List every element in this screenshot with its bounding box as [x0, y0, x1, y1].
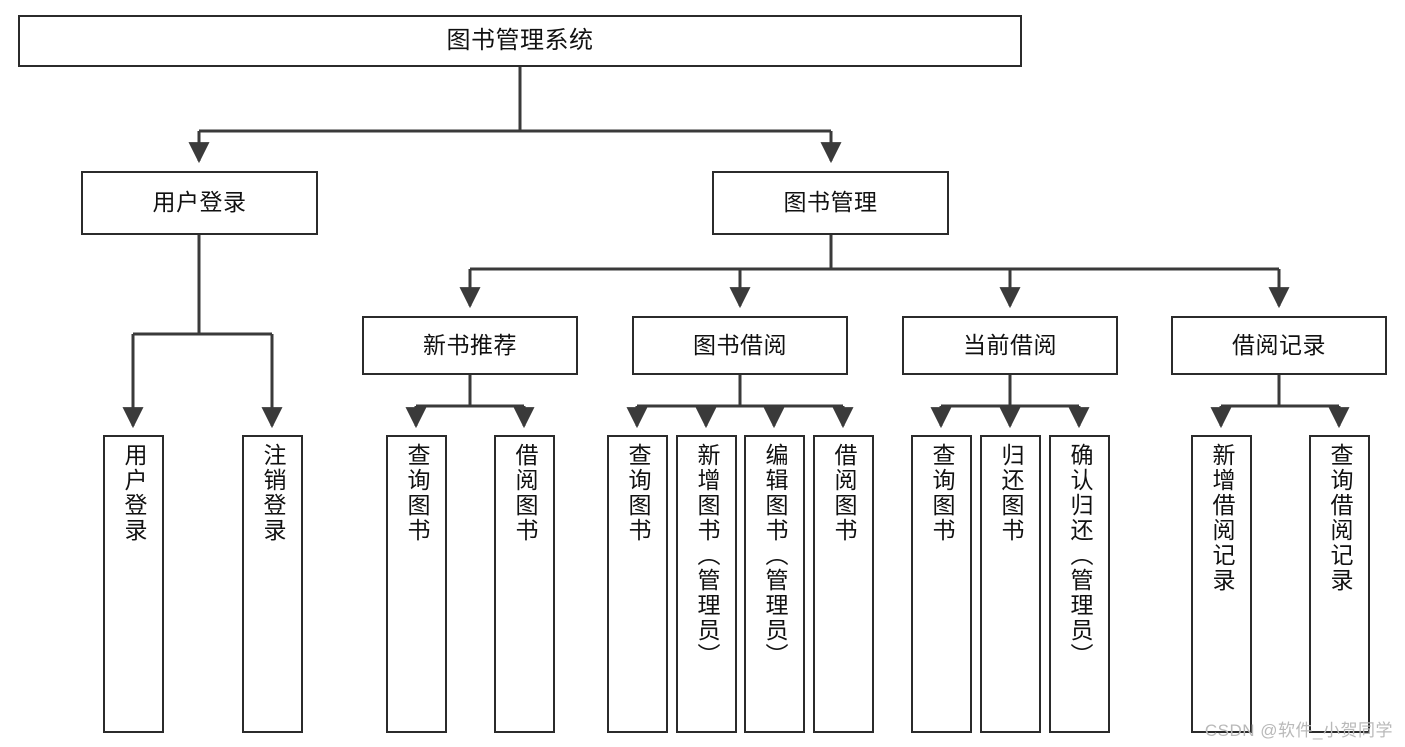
leaf-book-borrow-borrow[interactable]: 借阅图书: [813, 435, 874, 733]
leaf-book-borrow-edit[interactable]: 编辑图书（管理员）: [744, 435, 805, 733]
node-label: 当前借阅: [963, 331, 1057, 358]
leaf-current-borrow-query[interactable]: 查询图书: [911, 435, 972, 733]
node-user-login[interactable]: 用户登录: [81, 171, 318, 235]
node-label: 注销登录: [260, 443, 286, 543]
node-label: 图书管理系统: [446, 26, 594, 54]
leaf-user-login-logout[interactable]: 注销登录: [242, 435, 303, 733]
node-label: 新书推荐: [423, 331, 517, 358]
node-current-borrow[interactable]: 当前借阅: [902, 316, 1118, 375]
node-label: 用户登录: [121, 443, 147, 543]
node-label: 借阅图书: [512, 443, 538, 543]
leaf-new-book-query[interactable]: 查询图书: [386, 435, 447, 733]
node-borrow-record[interactable]: 借阅记录: [1171, 316, 1387, 375]
leaf-current-borrow-return[interactable]: 归还图书: [980, 435, 1041, 733]
node-label: 图书管理: [783, 189, 878, 216]
node-label: 查询图书: [929, 443, 955, 543]
node-label: 新增借阅记录: [1209, 443, 1235, 593]
node-label: 确认归还（管理员）: [1067, 443, 1093, 668]
leaf-book-borrow-add[interactable]: 新增图书（管理员）: [676, 435, 737, 733]
node-label: 归还图书: [998, 443, 1024, 543]
node-label: 借阅记录: [1232, 331, 1326, 358]
node-label: 用户登录: [152, 189, 247, 216]
leaf-current-borrow-confirm-return[interactable]: 确认归还（管理员）: [1049, 435, 1110, 733]
leaf-borrow-record-query[interactable]: 查询借阅记录: [1309, 435, 1370, 733]
leaf-new-book-borrow[interactable]: 借阅图书: [494, 435, 555, 733]
node-label: 新增图书（管理员）: [694, 443, 720, 668]
leaf-borrow-record-add[interactable]: 新增借阅记录: [1191, 435, 1252, 733]
node-label: 查询图书: [404, 443, 430, 543]
node-label: 查询借阅记录: [1327, 443, 1353, 593]
leaf-user-login-login[interactable]: 用户登录: [103, 435, 164, 733]
node-new-book-recommend[interactable]: 新书推荐: [362, 316, 578, 375]
node-label: 借阅图书: [831, 443, 857, 543]
leaf-book-borrow-query[interactable]: 查询图书: [607, 435, 668, 733]
node-root-system[interactable]: 图书管理系统: [18, 15, 1022, 67]
node-label: 编辑图书（管理员）: [762, 443, 788, 668]
node-book-borrow[interactable]: 图书借阅: [632, 316, 848, 375]
node-label: 查询图书: [625, 443, 651, 543]
node-book-management[interactable]: 图书管理: [712, 171, 949, 235]
node-label: 图书借阅: [693, 331, 787, 358]
